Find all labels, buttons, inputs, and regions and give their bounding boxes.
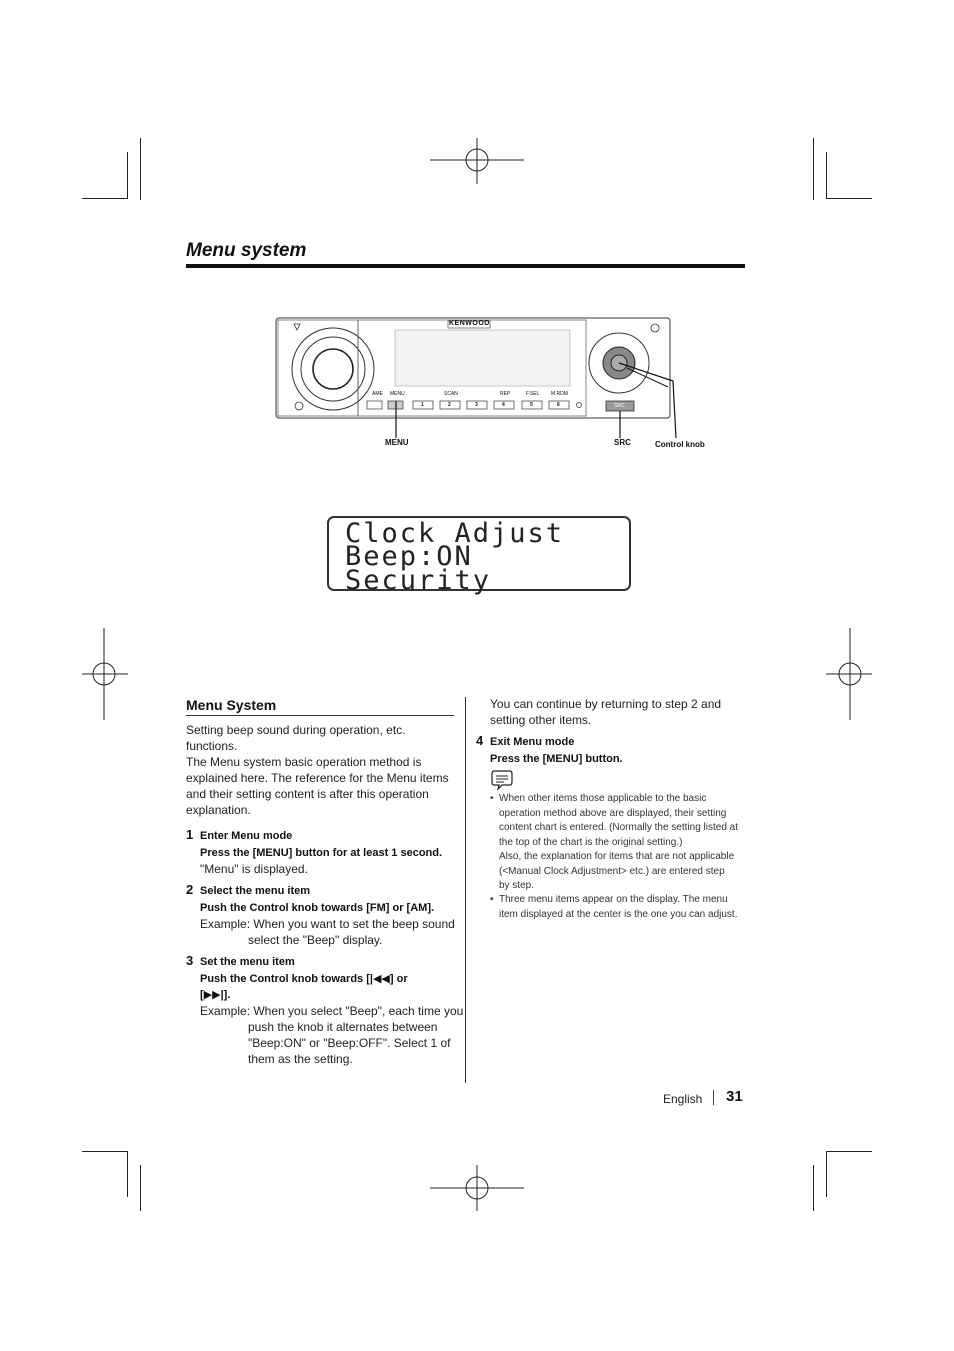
step-3-example-1: Example: When you select "Beep", each ti… [200,1004,464,1018]
crop-mark [140,138,141,200]
crop-mark [826,1151,872,1152]
preset-2-label: 2 [448,402,451,408]
step-4-action: Press the [MENU] button. [490,753,623,765]
step-2-example-1: Example: When you want to set the beep s… [200,917,455,931]
step-3-example-3: "Beep:ON" or "Beep:OFF". Select 1 of [248,1036,451,1050]
preset-6-label: 6 [557,402,560,408]
step-1-title: Enter Menu mode [200,830,293,842]
step-1-detail: "Menu" is displayed. [200,862,308,876]
step-3-action-1: Push the Control knob towards [|◀◀] or [200,973,408,985]
car-stereo-illustration [275,317,677,439]
rep-button-label: REP [500,391,511,397]
step-2-example-2: select the "Beep" display. [248,933,383,947]
page-number: 31 [726,1088,743,1105]
crop-mark [813,1165,814,1211]
preset-1-label: 1 [421,402,424,408]
callout-src: SRC [614,438,631,447]
crop-mark [826,152,827,198]
note-1: • When other items those applicable to t… [490,793,739,891]
crop-mark [826,1151,827,1197]
mrdm-button-label: M.RDM [551,391,568,397]
preset-4-label: 4 [502,402,505,408]
scan-button-label: SCAN [444,391,458,397]
step-2-number: 2 [186,882,194,897]
step-2-title: Select the menu item [200,885,311,897]
registration-mark-right [826,628,872,720]
ame-button-label: AME [372,391,383,397]
step-1-action: Press the [MENU] button for at least 1 s… [200,847,443,859]
callout-control-knob: Control knob [655,440,705,449]
footer-separator [713,1090,714,1105]
registration-mark-bottom [430,1165,524,1211]
crop-mark [127,1151,128,1197]
lcd-line-2: Beep:ON [345,541,473,572]
step-3-number: 3 [186,953,194,968]
lcd-display: Clock Adjust Beep:ON Security [327,516,631,596]
step-1-number: 1 [186,827,194,842]
crop-mark [813,138,814,200]
page-title: Menu system [186,240,307,261]
preset-3-label: 3 [475,402,478,408]
crop-mark [82,1151,128,1152]
title-rule [186,264,745,268]
lcd-line-3: Security [345,565,492,596]
registration-mark-left [82,628,128,720]
crop-mark [140,1165,141,1211]
step-4-number: 4 [476,733,484,748]
crop-mark [127,152,128,198]
callout-menu: MENU [385,438,409,447]
step-3-action-2: [▶▶|]. [200,989,231,1001]
preset-5-label: 5 [530,402,533,408]
column-divider [465,697,466,1083]
intro-text: Setting beep sound during operation, etc… [186,723,449,817]
footer-language: English [663,1092,703,1106]
note-icon [491,770,513,791]
section-heading: Menu System [186,697,277,713]
step-3-example-4: them as the setting. [248,1052,353,1066]
crop-mark [82,198,128,199]
crop-mark [826,198,872,199]
note-2: • Three menu items appear on the display… [490,894,738,920]
fsel-button-label: F.SEL [526,391,540,397]
lcd-line-1: Clock Adjust [345,518,565,549]
menu-button-label: MENU [390,391,405,397]
step-3-title: Set the menu item [200,956,295,968]
continue-text: You can continue by returning to step 2 … [490,697,722,727]
step-3-example-2: push the knob it alternates between [248,1020,438,1034]
src-button-label: SRC [614,403,625,409]
step-2-action: Push the Control knob towards [FM] or [A… [200,902,435,914]
heading-rule [186,715,454,716]
registration-mark-top [430,138,524,184]
step-4-title: Exit Menu mode [490,736,575,748]
preset-buttons [366,400,570,410]
device-brand: KENWOOD [449,320,490,327]
